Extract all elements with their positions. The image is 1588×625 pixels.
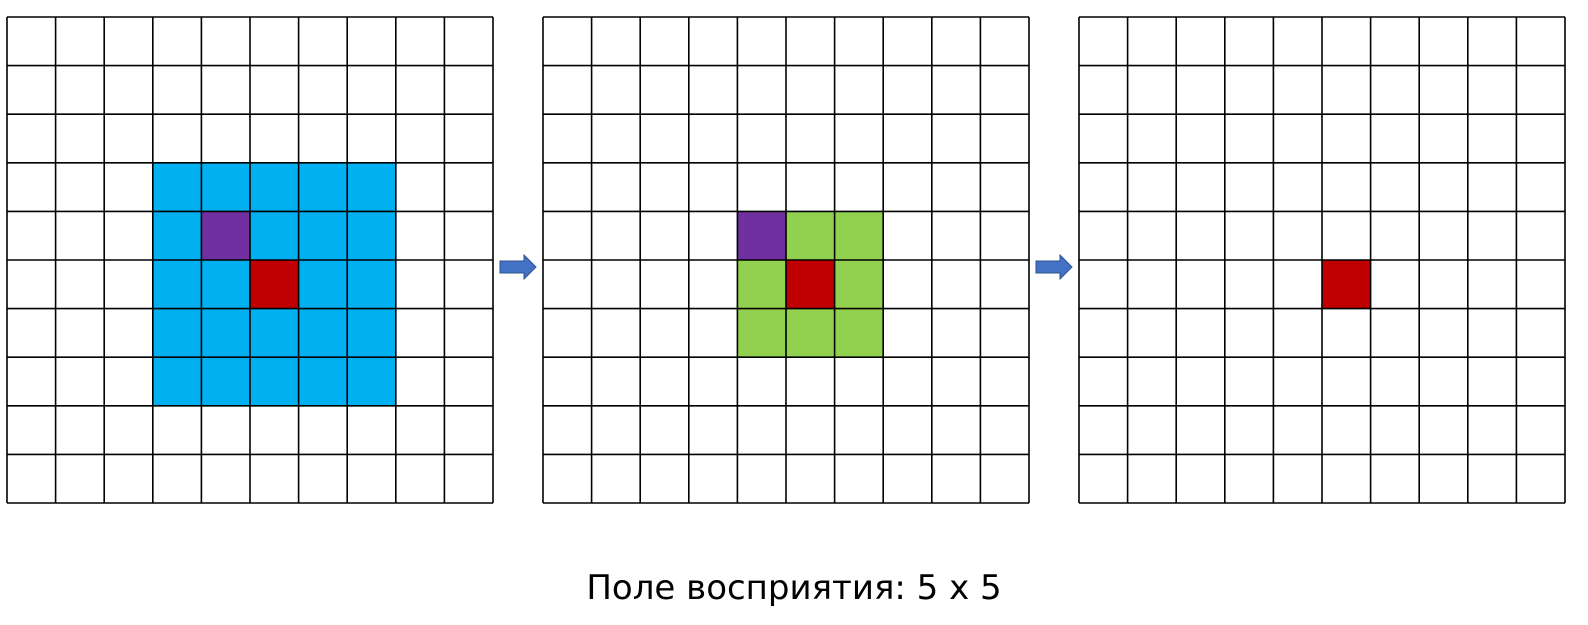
right-arrow-icon xyxy=(499,253,537,281)
grid-layer-1 xyxy=(6,16,494,504)
grid-layer-3 xyxy=(1078,16,1566,504)
source-pixel-cell xyxy=(201,211,250,260)
target-pixel-cell xyxy=(1322,260,1371,309)
grid-lines xyxy=(6,16,494,504)
grid-lines xyxy=(542,16,1030,504)
right-arrow-icon xyxy=(1035,253,1073,281)
target-pixel-cell xyxy=(786,260,835,309)
grid-layer-2 xyxy=(542,16,1030,504)
grid-lines xyxy=(1078,16,1566,504)
source-pixel-cell xyxy=(737,211,786,260)
receptive-field-diagram xyxy=(6,16,1566,504)
caption: Поле восприятия: 5 x 5 xyxy=(586,568,1002,608)
target-pixel-cell xyxy=(250,260,299,309)
